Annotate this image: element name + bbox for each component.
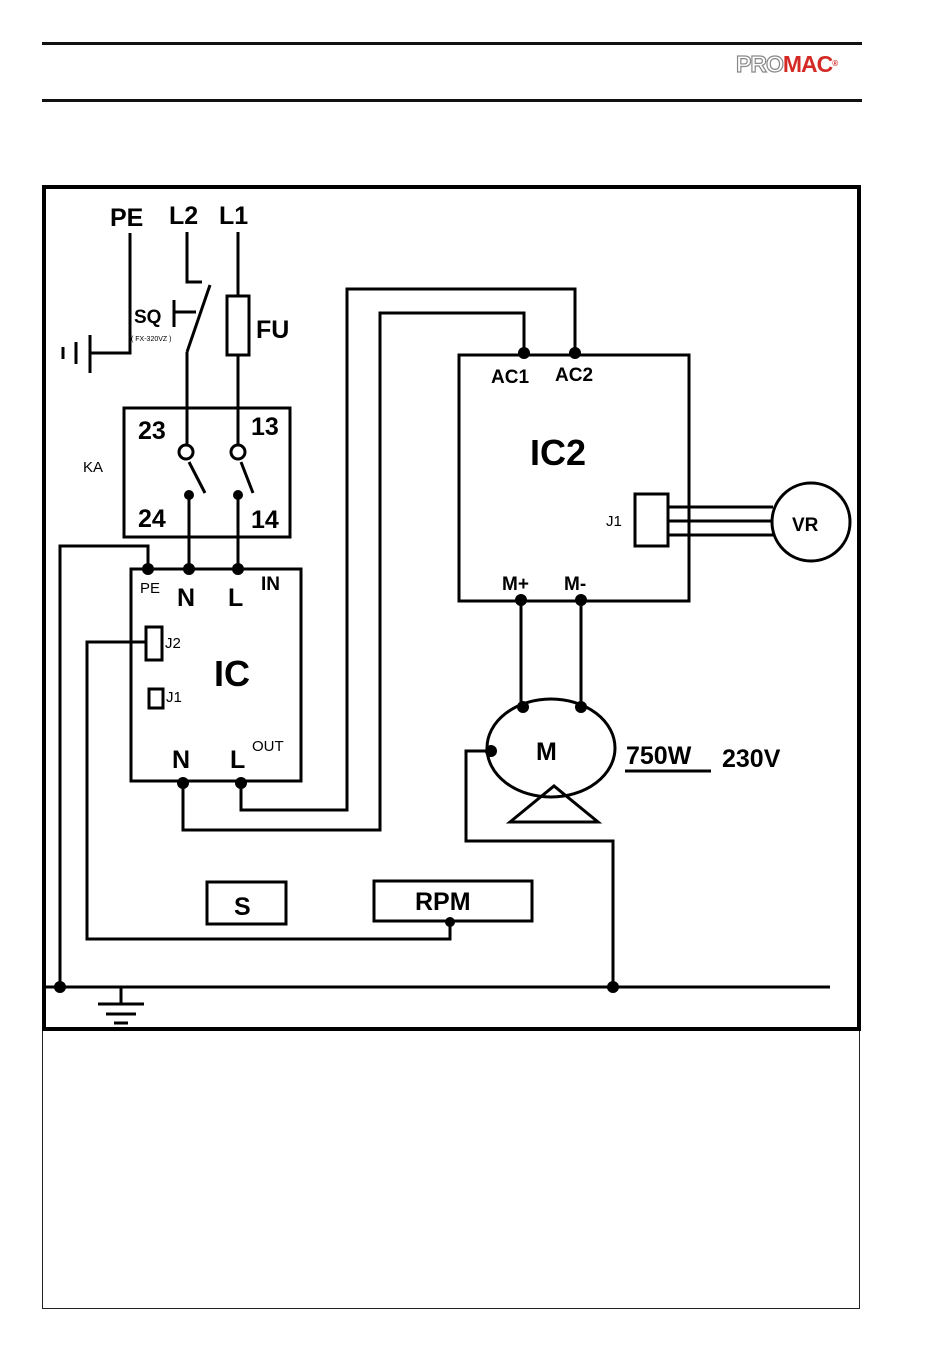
label-vr: VR [792,515,819,536]
label-ic-j2: J2 [165,635,181,652]
switch-sq-blade [187,285,210,352]
relay-blade-23 [189,462,205,493]
label-motor-power: 750W [626,742,692,770]
label-pe: PE [110,204,143,232]
label-s: S [234,893,251,921]
junction-motor-minus [575,701,587,713]
label-ic-out: OUT [252,738,284,755]
label-motor-m: M [536,738,557,766]
junction-earth-left [54,981,66,993]
fuse-fu [227,296,249,355]
label-rpm: RPM [415,888,471,916]
junction-ac1 [518,347,530,359]
relay-contact-13 [231,445,245,459]
junction-ic-n-in [183,563,195,575]
junction-motor-plus [517,701,529,713]
label-ic-j1: J1 [166,689,182,706]
label-ka: KA [83,459,103,476]
label-terminal-23: 23 [138,417,166,445]
relay-contact-23 [179,445,193,459]
label-sq: SQ [134,307,161,328]
label-ic-pe: PE [140,580,160,597]
label-m-minus: M- [564,574,586,595]
label-ic2-title: IC2 [530,432,586,473]
label-fu: FU [256,316,289,344]
label-ic-title: IC [214,653,250,694]
junction-ic-pe [142,563,154,575]
label-terminal-13: 13 [251,413,279,441]
label-ic-l-in: L [228,584,243,612]
wire-j2-to-rpm [87,642,450,939]
label-ic-n-in: N [177,584,195,612]
junction-ic-l-in [232,563,244,575]
wire-l2 [187,232,202,282]
junction-ic-n-out [177,777,189,789]
junction-m-minus [575,594,587,606]
junction-motor-earth [485,745,497,757]
junction-ic-l-out [235,777,247,789]
relay-blade-13 [241,462,253,493]
junction-relay-24 [184,490,194,500]
label-motor-voltage: 230V [722,745,781,773]
label-sq-model: ( FX-320VZ ) [131,336,171,343]
junction-m-plus [515,594,527,606]
label-ic-in: IN [261,574,280,595]
label-l2: L2 [169,202,198,230]
junction-relay-14 [233,490,243,500]
junction-ac2 [569,347,581,359]
wire-pe [90,233,130,353]
label-ic-n-out: N [172,746,190,774]
label-ic2-j1: J1 [606,513,622,530]
junction-earth-right [607,981,619,993]
wire-pe-to-ic [60,546,148,987]
label-ac1: AC1 [491,367,529,388]
label-m-plus: M+ [502,574,529,595]
label-terminal-14: 14 [251,506,279,534]
junction-rpm [445,917,455,927]
ic-j2-connector [146,627,162,660]
ic-j1-connector [149,689,163,708]
label-ac2: AC2 [555,365,593,386]
ic2-box [459,355,689,601]
ic2-j1-connector [635,494,668,546]
label-ic-l-out: L [230,746,245,774]
label-terminal-24: 24 [138,505,166,533]
label-l1: L1 [219,202,248,230]
